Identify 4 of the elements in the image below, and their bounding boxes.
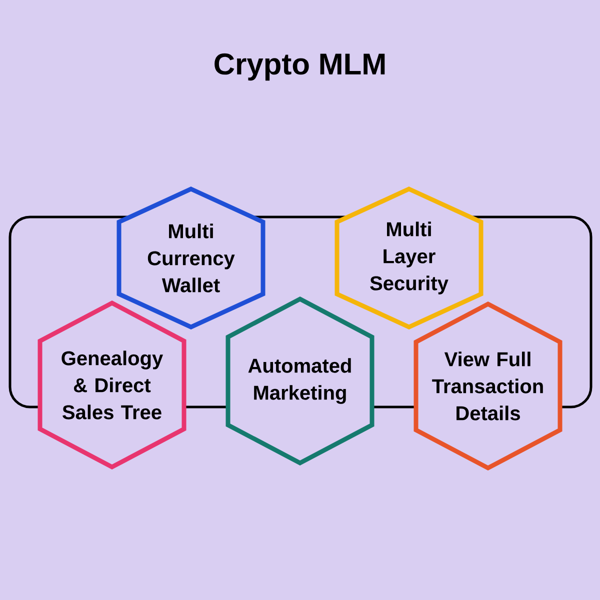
node-label: View Full Transaction Details [432, 352, 543, 420]
hexagon: Multi Currency Wallet [116, 186, 266, 330]
hexagon: Multi Layer Security [334, 186, 484, 330]
title: Crypto MLM [214, 53, 385, 81]
